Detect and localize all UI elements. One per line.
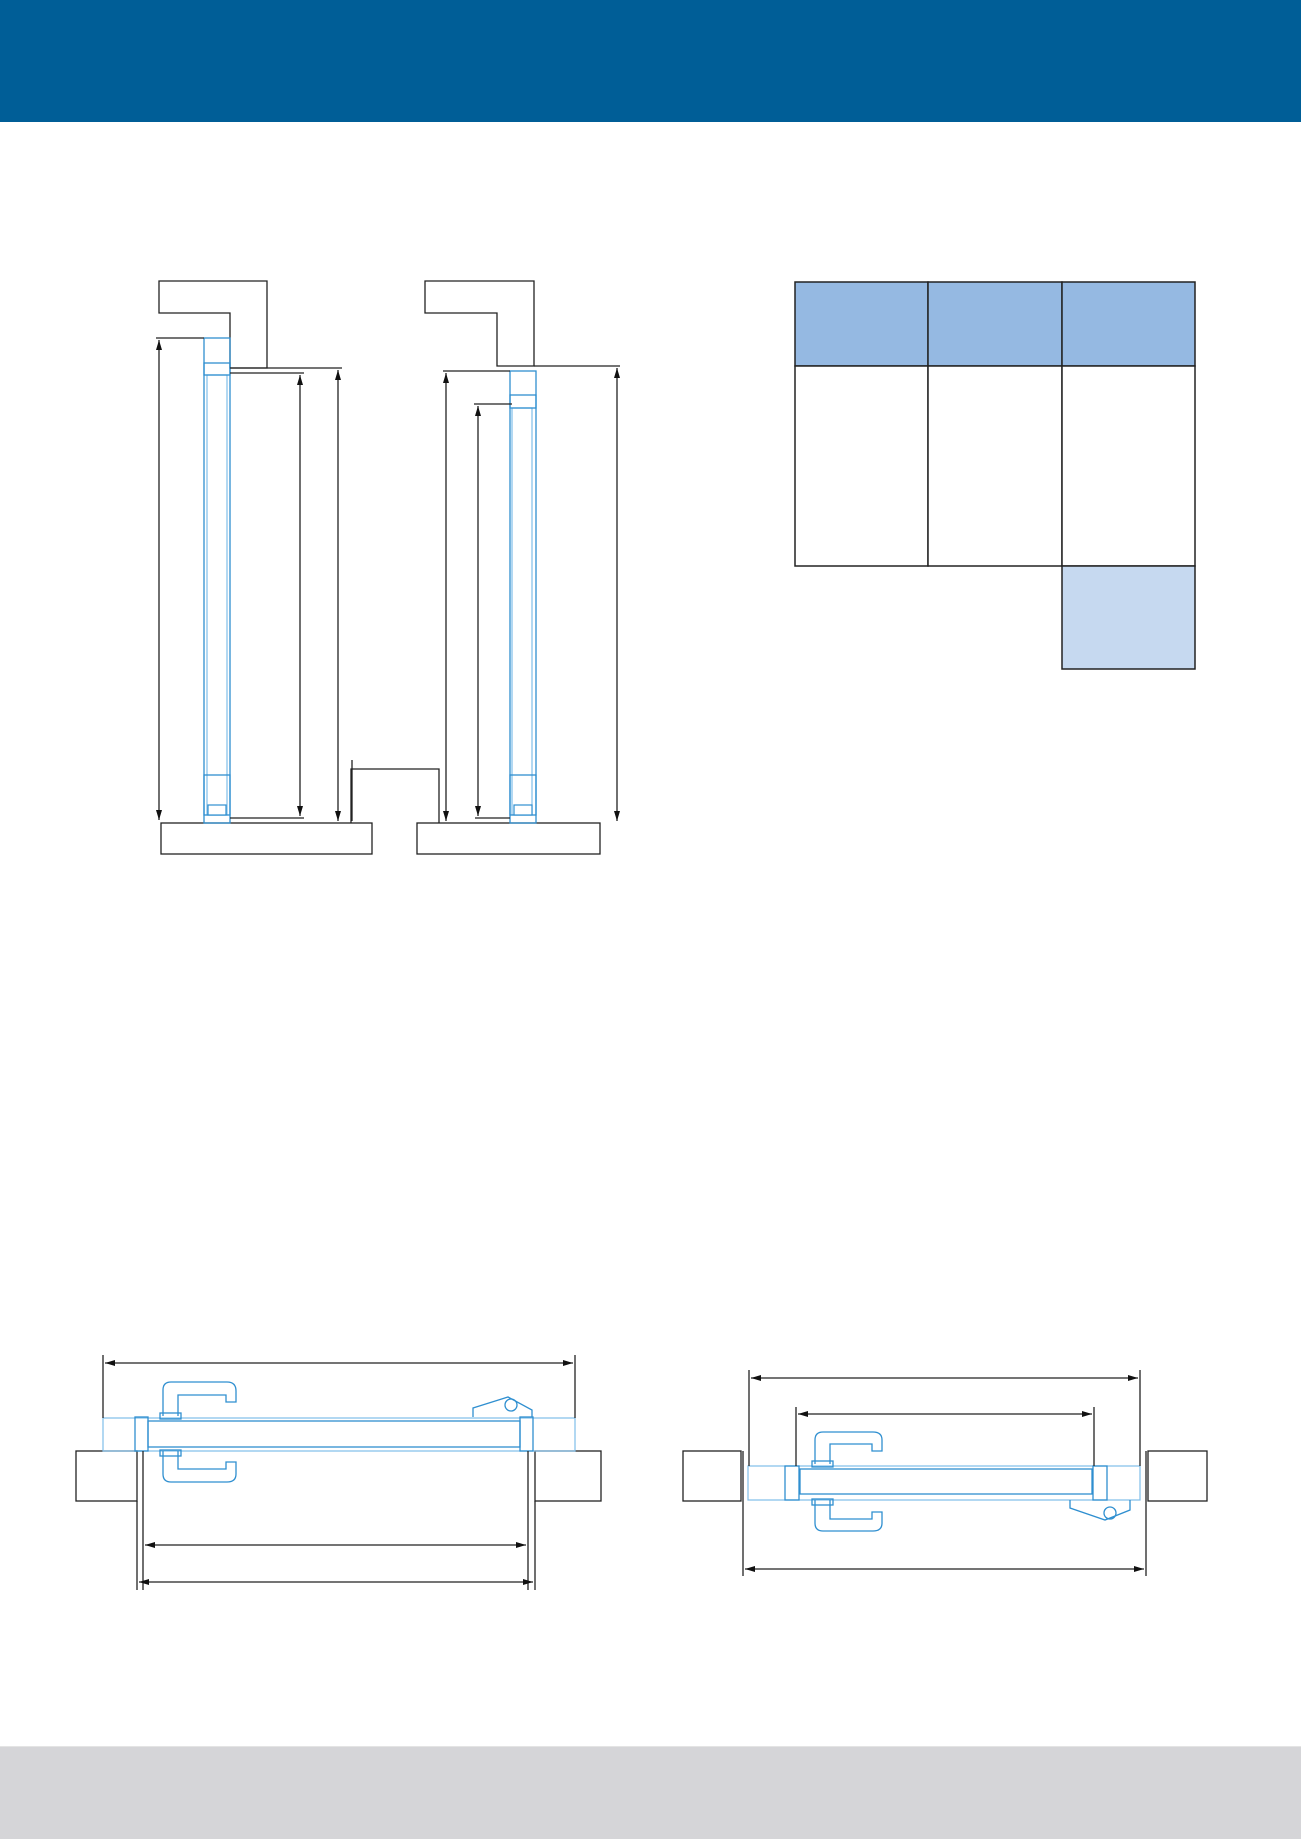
threshold-step (350, 768, 440, 823)
door-leaf (511, 407, 533, 816)
table-body-cell (1061, 365, 1196, 567)
door-frame (509, 370, 537, 824)
table-extra-cell (1061, 565, 1196, 670)
door-leaf (799, 1468, 1093, 1495)
wall-lintel (158, 280, 268, 369)
section-view-left (156, 280, 373, 855)
door-leaf (206, 374, 228, 816)
wall-jamb (682, 1450, 742, 1502)
floor-slab (160, 822, 373, 855)
table-header-cell (794, 281, 929, 367)
plan-view-left (75, 1355, 602, 1590)
door-leaf (147, 1420, 521, 1448)
wall-jamb (75, 1450, 138, 1502)
plan-view-right (682, 1370, 1208, 1576)
header-band (0, 0, 1301, 122)
closer-arm (472, 1396, 533, 1417)
spec-table (794, 281, 1196, 670)
wall-jamb (534, 1450, 602, 1502)
door-frame (203, 337, 231, 824)
section-view-right (416, 280, 620, 855)
handle-icon (814, 1431, 883, 1464)
footer-band (0, 1746, 1301, 1839)
table-header-cell (927, 281, 1063, 367)
handle-icon (814, 1500, 883, 1532)
door-frame (747, 1465, 1141, 1501)
table-header-cell (1061, 281, 1196, 367)
wall-jamb (1147, 1450, 1208, 1502)
door-frame (102, 1417, 576, 1452)
table-body-cell (927, 365, 1063, 567)
hinge-pivot (504, 1398, 518, 1412)
floor-slab (416, 822, 601, 855)
handle-icon (162, 1451, 237, 1483)
handle-icon (162, 1381, 237, 1416)
wall-lintel (424, 280, 535, 367)
hinge-pivot (1103, 1506, 1117, 1520)
table-body-cell (794, 365, 929, 567)
closer-arm (1069, 1500, 1131, 1521)
